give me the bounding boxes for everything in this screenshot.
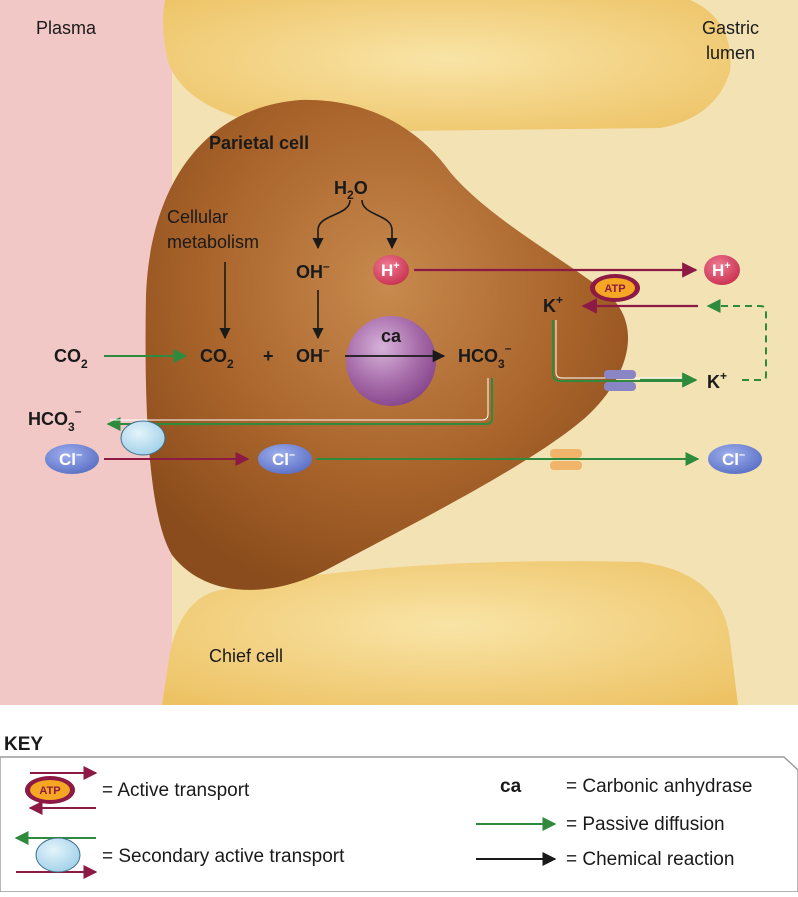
- plasma-label: Plasma: [36, 18, 97, 38]
- h2o-to-oh-arrow: [312, 199, 351, 250]
- key-chemical-reaction-text: = Chemical reaction: [566, 849, 734, 870]
- cl-ion-lumen-label: Cl–: [722, 449, 745, 469]
- k-ion-recycle-arrow: [706, 299, 767, 381]
- key-secondary-transport-text: = Secondary active transport: [102, 846, 345, 867]
- cl-channel-bottom: [550, 461, 582, 470]
- parietal-cell-label: Parietal cell: [209, 133, 309, 153]
- key-box: [0, 756, 798, 893]
- k-channel-bottom: [604, 382, 636, 391]
- k-ion-cell-label: K+: [543, 293, 563, 316]
- cellular-metabolism-line1: Cellular: [167, 207, 228, 227]
- co2-cell-label: CO2: [200, 346, 234, 371]
- lower-chief-cell: [162, 561, 738, 705]
- h-ion-lumen-label: H+: [712, 260, 731, 280]
- cl-ion-plasma-label: Cl–: [59, 449, 82, 469]
- key-carbonic-anhydrase-text: = Carbonic anhydrase: [566, 776, 752, 797]
- plus-sign: +: [263, 346, 274, 366]
- cl-ion-cell-label: Cl–: [272, 449, 295, 469]
- atp-label: ATP: [604, 283, 625, 295]
- hco3-cell-label: HCO3–: [458, 341, 512, 371]
- k-ion-diffusion-outer: [552, 320, 694, 382]
- key-passive-diffusion-text: = Passive diffusion: [566, 814, 725, 835]
- cl-ion-lumen: [708, 444, 762, 474]
- key-title: KEY: [4, 734, 43, 755]
- k-ion-diffusion-inner: [555, 320, 694, 379]
- co2-plasma-label: CO2: [54, 346, 88, 371]
- key-atp-label: ATP: [39, 785, 60, 797]
- oh-lower-label: OH–: [296, 343, 330, 366]
- cl-hco3-exchanger: [120, 420, 166, 456]
- key-ca-symbol: ca: [500, 776, 522, 797]
- k-ion-lumen-label: K+: [707, 369, 727, 392]
- upper-chief-cell: [163, 0, 731, 132]
- carbonic-anhydrase-enzyme: [346, 316, 436, 406]
- key-atp-core: [30, 780, 70, 800]
- hco3-diffusion-arrow: [106, 378, 493, 431]
- cl-channel-top: [550, 449, 582, 458]
- cl-ion-plasma: [45, 444, 99, 474]
- k-channel-top: [604, 370, 636, 379]
- cellular-metabolism-line2: metabolism: [167, 232, 259, 252]
- oh-upper-label: OH–: [296, 259, 330, 282]
- atp-pump-core: [595, 278, 635, 298]
- hco3-diffusion-inner: [110, 378, 489, 421]
- h-ion-lumen: [704, 255, 740, 285]
- cl-ion-cell: [258, 444, 312, 474]
- hco3-plasma-label: HCO3–: [28, 404, 82, 434]
- h2o-label: H2O: [334, 178, 368, 202]
- h-ion-cell: [373, 255, 409, 285]
- h-ion-cell-label: H+: [381, 260, 400, 280]
- gastric-lumen-label-line2: lumen: [706, 43, 755, 63]
- chief-cell-label: Chief cell: [209, 646, 283, 666]
- gastric-lumen-label-line1: Gastric: [702, 18, 759, 38]
- key-active-transport-text: = Active transport: [102, 780, 250, 801]
- h2o-to-h-arrow: [361, 199, 398, 250]
- key-exchanger-icon: [35, 837, 81, 873]
- plasma-background: [0, 0, 172, 705]
- carbonic-anhydrase-label: ca: [381, 326, 402, 346]
